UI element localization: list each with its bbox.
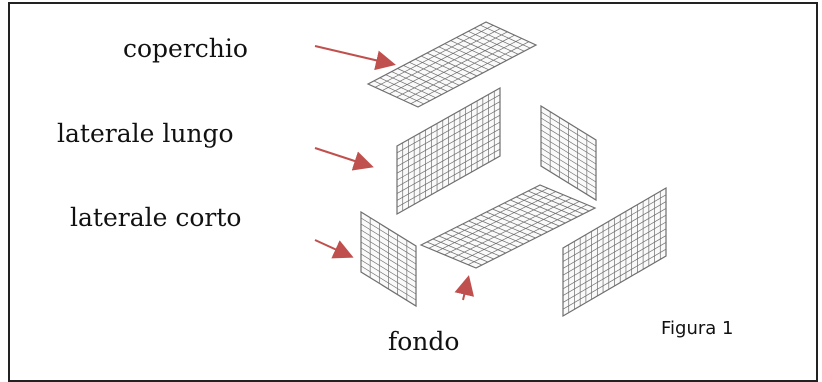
arrow-laterale-lungo bbox=[314, 147, 374, 171]
arrow-fondo bbox=[454, 275, 475, 301]
long-side-panel-front bbox=[562, 186, 667, 318]
arrow-coperchio bbox=[314, 45, 396, 71]
lid-panel bbox=[366, 21, 538, 108]
label-coperchio: coperchio bbox=[123, 34, 248, 63]
short-side-panel-back bbox=[540, 104, 597, 202]
arrow-laterale-corto bbox=[314, 239, 354, 259]
label-fondo: fondo bbox=[388, 327, 460, 356]
label-laterale-corto: laterale corto bbox=[70, 203, 242, 232]
gabion-exploded-diagram bbox=[314, 21, 667, 318]
long-side-panel bbox=[396, 86, 501, 216]
label-laterale-lungo: laterale lungo bbox=[57, 119, 234, 148]
figure-caption: Figura 1 bbox=[661, 318, 734, 339]
bottom-panel bbox=[419, 184, 597, 269]
short-side-panel-front bbox=[360, 210, 417, 308]
